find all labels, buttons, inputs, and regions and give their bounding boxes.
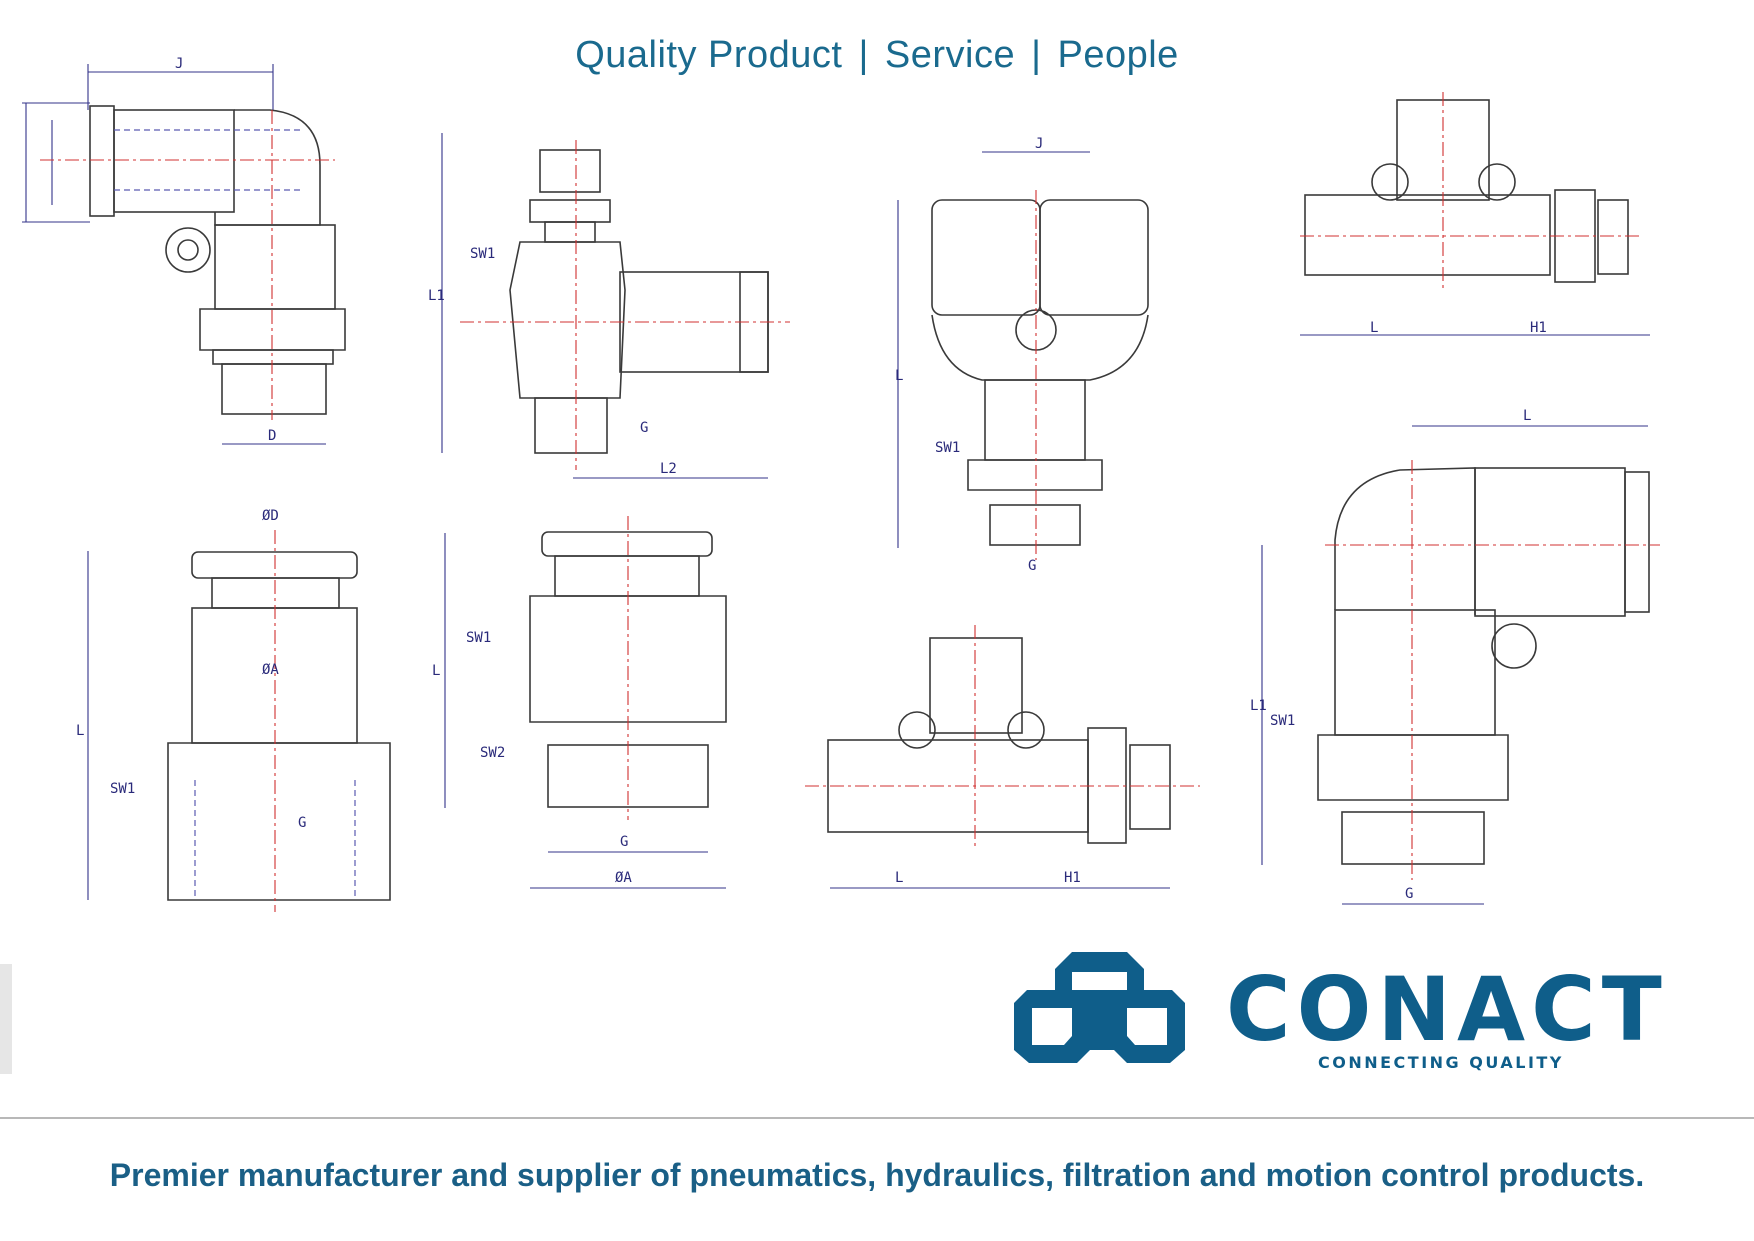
drawing-tee-top-right: L H1: [1300, 92, 1650, 336]
tagline-quality: Quality Product: [575, 34, 843, 76]
dim-label: ØA: [262, 662, 279, 678]
dim-label: J: [175, 56, 183, 72]
footer-divider: [0, 1117, 1754, 1119]
tagline-service: Service: [884, 34, 1016, 76]
drawing-male-straight: L SW1 SW2 G ØA: [432, 516, 727, 889]
dim-label: L: [1523, 408, 1531, 424]
dim-label: SW2: [480, 745, 505, 761]
dim-label: G: [298, 815, 306, 831]
dim-label: L1: [1250, 698, 1267, 714]
dim-label: SW1: [110, 781, 135, 797]
dim-label: L: [76, 723, 84, 739]
technical-drawings: .o { fill:none; stroke:#3a3a3a; stroke-w…: [22, 56, 1660, 912]
dim-label: L1: [428, 288, 445, 304]
drawing-female-straight: L ØD ØA SW1 G: [76, 508, 391, 912]
dim-label: ØD: [262, 508, 279, 524]
dim-label: G: [640, 420, 648, 436]
drawing-tee-bottom-middle: L H1: [805, 625, 1200, 889]
tagline-people: People: [1057, 34, 1179, 76]
footer-text: Premier manufacturer and supplier of pne…: [109, 1157, 1645, 1193]
dim-label: H1: [1064, 870, 1081, 886]
dim-label: L: [895, 870, 903, 886]
tagline: Quality Product | Service | People: [0, 34, 1754, 77]
drawing-elbow-top-left: J D: [22, 56, 346, 445]
dim-label: L2: [660, 461, 677, 477]
drawing-speed-controller: L1 SW1 G L2: [428, 133, 790, 479]
page-edge-mark: [0, 964, 12, 1074]
dim-label: ØA: [615, 870, 632, 886]
dim-label: G: [1028, 558, 1036, 574]
dim-label: L: [1370, 320, 1378, 336]
tagline-separator: |: [858, 34, 869, 76]
brand-slogan: CONNECTING QUALITY: [1318, 1053, 1564, 1072]
dim-label: SW1: [466, 630, 491, 646]
brand-name: CONACT: [1226, 958, 1668, 1061]
dim-label: H1: [1530, 320, 1547, 336]
dim-label: SW1: [470, 246, 495, 262]
dim-label: SW1: [935, 440, 960, 456]
drawing-y-connector: J L SW1 G: [895, 136, 1149, 574]
drawing-elbow-bottom-right: L L1 SW1 G: [1250, 408, 1660, 905]
dim-label: SW1: [1270, 713, 1295, 729]
conact-logo-icon: [1014, 952, 1185, 1063]
dim-label: J: [1035, 136, 1043, 152]
dim-label: D: [268, 428, 276, 444]
tagline-separator: |: [1031, 34, 1042, 76]
dim-label: L: [432, 663, 440, 679]
dim-label: L: [895, 368, 903, 384]
dim-label: G: [1405, 886, 1413, 902]
dim-label: G: [620, 834, 628, 850]
